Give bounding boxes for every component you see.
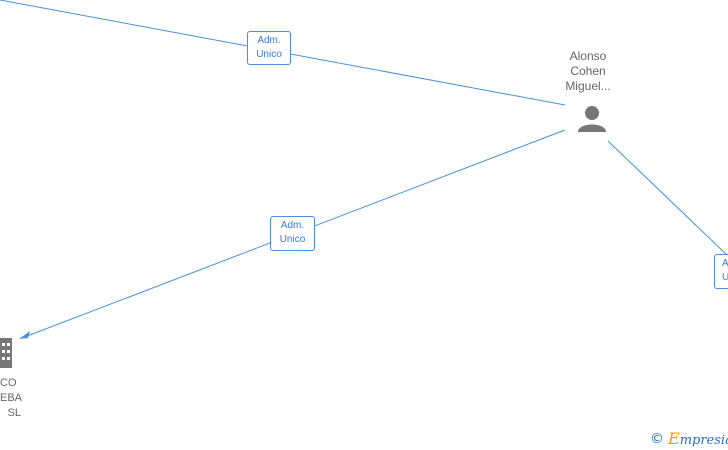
edge-label-line1: Adm.: [257, 35, 281, 46]
edge-label-line2: Unico: [256, 49, 282, 60]
arrowhead-company: [19, 331, 30, 339]
person-name[interactable]: Alonso Cohen Miguel...: [548, 49, 628, 94]
edge-label-line1: A: [722, 258, 728, 269]
edge-label-top: Adm. Unico: [247, 31, 291, 65]
person-name-line: Cohen: [570, 64, 606, 78]
edge-label-right: A U: [714, 254, 728, 289]
edge-label-line1: Adm.: [280, 220, 305, 231]
company-name-line: EBA: [0, 392, 23, 404]
edge-label-middle: Adm. Unico: [270, 216, 315, 251]
building-icon[interactable]: [0, 338, 12, 368]
person-name-line: Alonso: [569, 49, 607, 63]
person-name-line: Miguel...: [565, 79, 611, 93]
edge-label-line2: Unico: [279, 234, 306, 245]
brand-wordmark: Empresia: [668, 429, 728, 448]
edge-right: [607, 140, 728, 257]
company-name[interactable]: CO EBA SL: [0, 376, 23, 421]
edge-label-line2: U: [722, 272, 728, 283]
company-name-line: SL: [7, 407, 21, 419]
company-name-line: CO: [0, 377, 17, 389]
person-icon[interactable]: [578, 106, 606, 132]
empresia-logo: © Empresia: [650, 429, 728, 448]
copyright-icon: ©: [650, 430, 664, 447]
